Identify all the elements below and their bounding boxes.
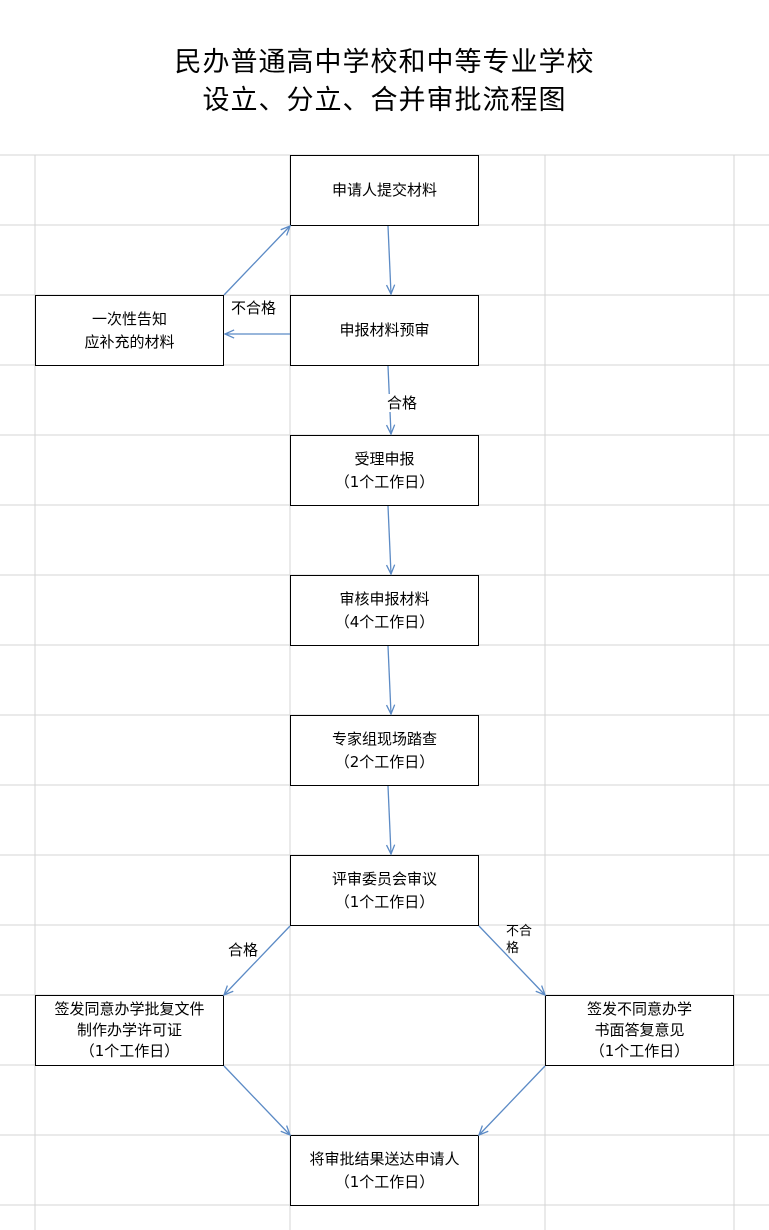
node-text: 申报材料预审 bbox=[339, 321, 430, 339]
node-text: 应补充的材料 bbox=[84, 332, 175, 351]
node-text: 审核申报材料 bbox=[339, 589, 430, 608]
node-text: 专家组现场踏查 bbox=[331, 729, 437, 748]
node-review-materials: 审核申报材料 （4个工作日） bbox=[290, 575, 479, 646]
node-duration: （1个工作日） bbox=[334, 892, 435, 911]
edge-label-pre-review-pass: 合格 bbox=[387, 394, 418, 412]
edge-label-committee-fail-1: 不合 bbox=[506, 924, 533, 939]
node-duration: （1个工作日） bbox=[589, 1042, 690, 1060]
node-pre-review: 申报材料预审 bbox=[290, 295, 479, 366]
edge-label-pre-review-fail: 不合格 bbox=[231, 299, 277, 317]
node-text: 书面答复意见 bbox=[594, 1021, 685, 1039]
node-approve-issue: 签发同意办学批复文件 制作办学许可证 （1个工作日） bbox=[35, 995, 224, 1066]
node-text: 一次性告知 bbox=[91, 309, 167, 328]
node-supplement-notice: 一次性告知 应补充的材料 bbox=[35, 295, 224, 366]
node-text: 将审批结果送达申请人 bbox=[309, 1149, 460, 1168]
node-text: 评审委员会审议 bbox=[331, 869, 437, 888]
node-duration: （1个工作日） bbox=[334, 1172, 435, 1191]
node-duration: （1个工作日） bbox=[79, 1042, 180, 1060]
node-duration: （1个工作日） bbox=[334, 472, 435, 491]
node-duration: （2个工作日） bbox=[334, 752, 435, 771]
node-text: 签发不同意办学 bbox=[586, 1000, 692, 1018]
node-expert-inspection: 专家组现场踏查 （2个工作日） bbox=[290, 715, 479, 786]
node-text: 申请人提交材料 bbox=[331, 181, 437, 199]
node-text: 受理申报 bbox=[354, 449, 415, 468]
edge-label-committee-fail-2: 格 bbox=[506, 941, 520, 956]
diagram-title-line-2: 设立、分立、合并审批流程图 bbox=[202, 85, 567, 116]
node-deliver-result: 将审批结果送达申请人 （1个工作日） bbox=[290, 1135, 479, 1206]
diagram-title-line-1: 民办普通高中学校和中等专业学校 bbox=[174, 47, 595, 78]
node-reject-issue: 签发不同意办学 书面答复意见 （1个工作日） bbox=[545, 995, 734, 1066]
edge-label-committee-pass: 合格 bbox=[228, 941, 259, 959]
node-submit-materials: 申请人提交材料 bbox=[290, 155, 479, 226]
node-text: 签发同意办学批复文件 bbox=[54, 1000, 205, 1018]
node-text: 制作办学许可证 bbox=[76, 1021, 182, 1039]
node-committee-review: 评审委员会审议 （1个工作日） bbox=[290, 855, 479, 926]
node-accept-application: 受理申报 （1个工作日） bbox=[290, 435, 479, 506]
node-duration: （4个工作日） bbox=[334, 612, 435, 631]
